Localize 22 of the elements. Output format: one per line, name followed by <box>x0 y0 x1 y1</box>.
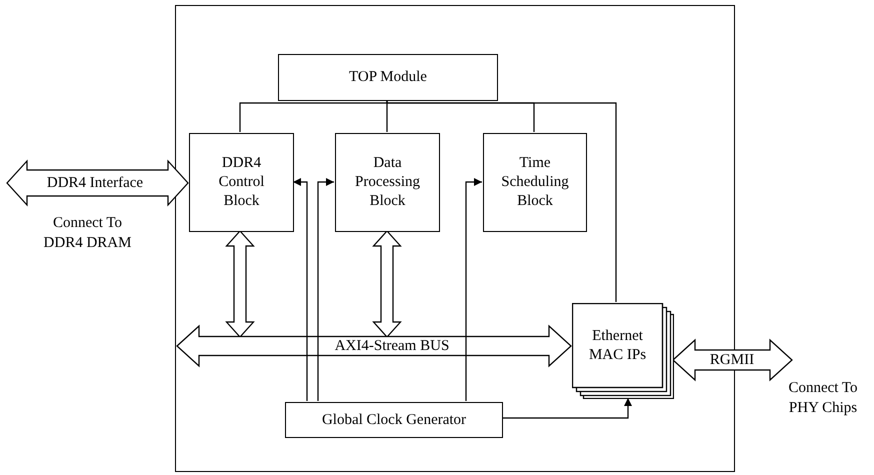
connector-line <box>239 100 388 132</box>
connector-line <box>386 100 617 302</box>
arrow <box>317 178 334 401</box>
box-label: DDR4 Control Block <box>218 154 266 211</box>
double-block-arrow <box>225 230 255 338</box>
box-label: Time Scheduling Block <box>500 154 570 211</box>
annotation-text: Connect To PHY Chips <box>787 379 859 418</box>
box-label: Global Clock Generator <box>320 410 468 430</box>
module-box <box>335 133 440 232</box>
arrow <box>465 178 482 401</box>
module-box <box>278 54 498 101</box>
box-label: Data Processing Block <box>354 154 421 211</box>
box-label: TOP Module <box>348 68 428 87</box>
box-label: Ethernet MAC IPs <box>588 326 648 364</box>
arrow <box>502 398 632 419</box>
annotation-text: Connect To DDR4 DRAM <box>42 214 132 253</box>
double-block-arrow <box>372 230 402 338</box>
arrow <box>293 178 308 401</box>
module-box <box>285 402 503 438</box>
module-box <box>189 133 294 232</box>
stacked-module-box <box>572 303 674 399</box>
module-box <box>483 133 587 232</box>
